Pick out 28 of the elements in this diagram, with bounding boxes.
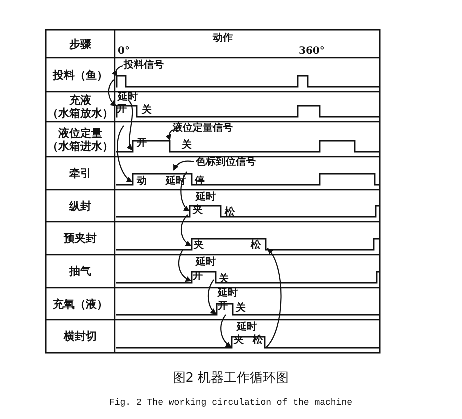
step-label: 液位定量（水箱进水）: [46, 126, 114, 154]
timing-note: 夹: [193, 205, 203, 216]
timing-note: 延时: [237, 322, 257, 333]
angle-label: 360°: [299, 46, 325, 57]
step-label: 横封切: [62, 329, 98, 345]
column-header: 动作: [213, 33, 233, 44]
step-label: 抽气: [68, 264, 92, 280]
step-label: 投料（鱼）: [52, 68, 109, 84]
timing-note: 动: [137, 176, 147, 187]
timing-note: 关: [236, 303, 246, 314]
column-header: 步骤: [68, 36, 92, 52]
caption-english: Fig. 2 The working circulation of the machine: [108, 398, 354, 409]
angle-label: 0°: [118, 46, 130, 57]
timing-note: 松: [251, 240, 261, 251]
step-label: 充液（水箱放水）: [46, 93, 114, 122]
timing-note: 延时: [196, 257, 216, 268]
timing-note: 延时: [196, 192, 216, 203]
timing-note: 松: [225, 207, 235, 218]
step-label: 预夹封: [62, 231, 98, 247]
timing-note: 关: [182, 140, 192, 151]
timing-note: 夹: [194, 240, 204, 251]
timing-note: 投料信号: [124, 60, 164, 71]
step-label: 充氧（液）: [52, 296, 109, 312]
step-label: 纵封: [68, 198, 92, 214]
timing-note: 液位定量信号: [173, 123, 233, 134]
caption: 图2 机器工作循环图: [172, 371, 290, 386]
step-label: 牵引: [68, 166, 92, 182]
timing-note: 关: [142, 105, 152, 116]
